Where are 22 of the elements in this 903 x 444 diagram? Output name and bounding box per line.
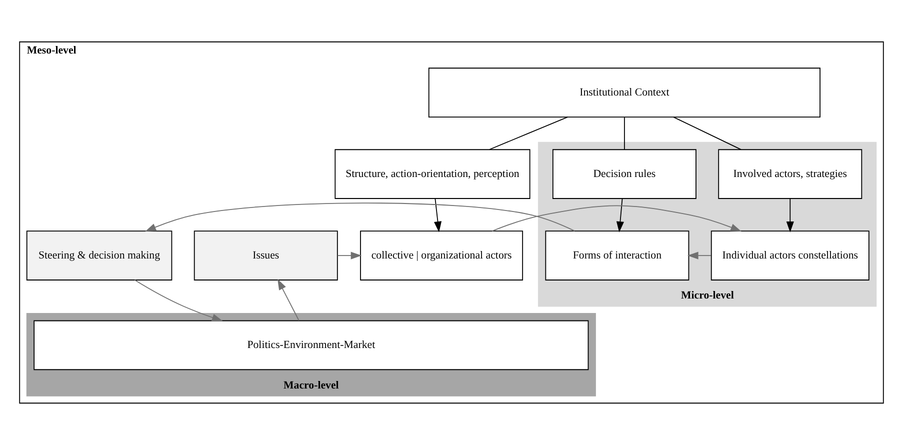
node-box: Issues — [194, 230, 338, 280]
arrow — [337, 251, 362, 259]
arrow — [434, 198, 442, 232]
node-box: Individual actors constellations — [710, 230, 870, 280]
arrow — [145, 202, 575, 232]
node-box: Institutional Context — [428, 67, 820, 117]
node-box: Steering & decision making — [26, 230, 172, 280]
arrow — [492, 204, 742, 232]
node-box: Politics-Environment-Market — [34, 320, 589, 370]
connector — [624, 116, 625, 150]
arrow — [786, 198, 794, 232]
arrow — [687, 251, 712, 259]
connector — [673, 116, 742, 150]
arrow — [278, 278, 300, 320]
connector — [489, 116, 568, 150]
node-box: collective | organizational actors — [360, 230, 524, 280]
node-box: Decision rules — [552, 148, 696, 198]
node-box: Involved actors, strategies — [718, 148, 862, 198]
arrow — [134, 279, 223, 321]
node-box: Forms of interaction — [545, 230, 690, 280]
node-box: Structure, action-orientation, perception — [334, 148, 530, 198]
arrow — [616, 198, 624, 232]
